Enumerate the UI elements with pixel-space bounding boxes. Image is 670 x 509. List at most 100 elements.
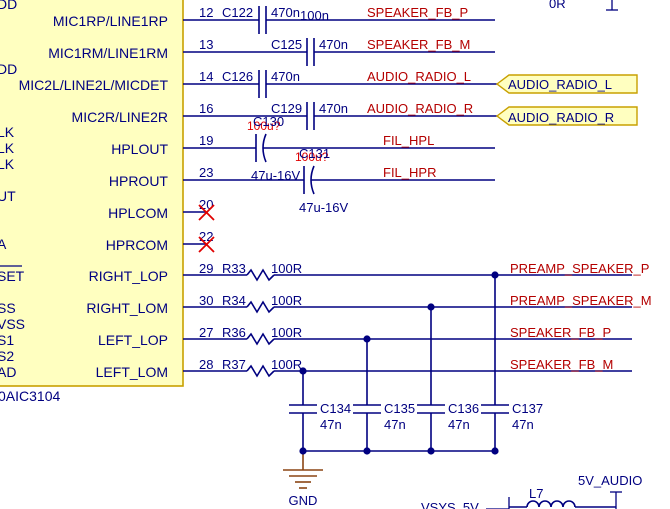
cap-value: 470n — [271, 69, 300, 84]
ground-bus: GND — [283, 450, 495, 508]
no-connect-hprcom — [183, 236, 215, 253]
resistor-row-r36: R36 100R SPEAKER_FB_P — [183, 325, 632, 346]
pin-name: MIC2L/LINE2L/MICDET — [19, 77, 169, 93]
no-connect-hplcom — [183, 204, 215, 221]
resistor-value: 100R — [271, 325, 302, 340]
pin-number: 16 — [199, 101, 213, 116]
left-edge-label: AD — [0, 364, 16, 380]
junction-dot — [491, 447, 499, 455]
inductor-ref: L7 — [529, 486, 543, 501]
pin-name: RIGHT_LOP — [89, 268, 168, 284]
cap-overlay-value: 100u? — [295, 150, 329, 164]
left-edge-label: LK — [0, 140, 15, 156]
pin-name: MIC1RM/LINE1RM — [48, 45, 168, 61]
junction-dot — [299, 447, 307, 455]
left-edge-label: S2 — [0, 348, 14, 364]
inductor-l7: L7 — [509, 486, 616, 508]
cap-value: 470n — [319, 101, 348, 116]
net-label: PREAMP_SPEAKER_P — [510, 261, 649, 276]
power-label: 5V_AUDIO — [578, 473, 642, 488]
power-5v-audio: 5V_AUDIO — [578, 473, 642, 509]
pin-number: 19 — [199, 133, 213, 148]
pin-name: HPRCOM — [106, 237, 168, 253]
power-label: VSYS_5V — [421, 500, 479, 509]
left-edge-label: DD — [0, 0, 17, 12]
input-cap-row-c122: C122 470n 100n SPEAKER_FB_P — [183, 5, 495, 34]
pin-name: HPROUT — [109, 173, 169, 189]
pin-number: 28 — [199, 357, 213, 372]
pin-name: HPLOUT — [111, 141, 168, 157]
pin-number: 23 — [199, 165, 213, 180]
cap-ref: C135 — [384, 401, 415, 416]
left-edge-label: VSS — [0, 316, 25, 332]
net-label: SPEAKER_FB_M — [510, 357, 613, 372]
cap-ref: C136 — [448, 401, 479, 416]
net-label: AUDIO_RADIO_L — [367, 69, 471, 84]
chip-pin-numbers: 12 13 14 16 19 23 20 22 29 30 27 28 — [199, 5, 213, 372]
output-cap-row-c131: 100u? C131 47u-16V FIL_HPR — [183, 146, 495, 215]
left-edge-label: LK — [0, 124, 15, 140]
cap-ref: C125 — [271, 37, 302, 52]
ground-label: GND — [289, 493, 318, 508]
junction-dots — [299, 271, 499, 455]
filter-cap-c136: C136 47n — [417, 307, 479, 451]
pin-number: 20 — [199, 197, 213, 212]
cap-value: 47n — [512, 417, 534, 432]
cap-value: 47n — [448, 417, 470, 432]
pin-number: 13 — [199, 37, 213, 52]
cap-ref: C137 — [512, 401, 543, 416]
input-cap-row-c129: C129 470n AUDIO_RADIO_R — [183, 101, 497, 130]
port-label: AUDIO_RADIO_L — [508, 77, 612, 92]
left-edge-label: LK — [0, 156, 15, 172]
output-cap-row-c130: 100u? C130 47u-16V FIL_HPL — [183, 114, 495, 183]
net-label: SPEAKER_FB_P — [510, 325, 611, 340]
net-label: SPEAKER_FB_P — [367, 5, 468, 20]
net-label: FIL_HPR — [383, 165, 436, 180]
cap-value: 470n — [271, 5, 300, 20]
port-audio-radio-r: AUDIO_RADIO_R — [495, 106, 638, 126]
pin-name: HPLCOM — [108, 205, 168, 221]
junction-dot — [363, 335, 371, 343]
filter-cap-c135: C135 47n — [353, 339, 415, 451]
resistor-ref: R37 — [222, 357, 246, 372]
power-vsys-5v: VSYS_5V — [421, 497, 510, 509]
net-label: AUDIO_RADIO_R — [367, 101, 473, 116]
junction-dot — [299, 367, 307, 375]
left-edge-label: UT — [0, 188, 16, 204]
resistor-value: 100R — [271, 261, 302, 276]
cap-value: 470n — [319, 37, 348, 52]
cap-ref: C129 — [271, 101, 302, 116]
chip-pin-names: MIC1RP/LINE1RP MIC1RM/LINE1RM MIC2L/LINE… — [19, 13, 169, 380]
left-edge-label: S1 — [0, 332, 14, 348]
filter-cap-c134: C134 47n — [289, 371, 351, 451]
cap-value: 47n — [320, 417, 342, 432]
left-edge-label: SET — [0, 268, 25, 284]
pin-number: 29 — [199, 261, 213, 276]
pin-number: 22 — [199, 229, 213, 244]
resistor-value: 100R — [271, 293, 302, 308]
net-label: FIL_HPL — [383, 133, 434, 148]
pin-name: RIGHT_LOM — [86, 300, 168, 316]
junction-dot — [427, 303, 435, 311]
resistor-row-r37: R37 100R SPEAKER_FB_M — [183, 357, 632, 378]
resistor-ref: R34 — [222, 293, 246, 308]
pin-number: 27 — [199, 325, 213, 340]
resistor-ref: R36 — [222, 325, 246, 340]
input-cap-row-c125: C125 470n SPEAKER_FB_M — [183, 37, 495, 66]
left-edge-label: SS — [0, 300, 16, 316]
net-label: PREAMP_SPEAKER_M — [510, 293, 652, 308]
resistor-ref: R33 — [222, 261, 246, 276]
pin-number: 30 — [199, 293, 213, 308]
resistor-value: 100R — [271, 357, 302, 372]
top-right-partial: 0R — [549, 0, 618, 11]
port-audio-radio-l: AUDIO_RADIO_L — [495, 74, 638, 94]
codec-chip-body — [0, 0, 184, 387]
chip-left-edge-labels: DD DD LK LK LK UT A SET SS VSS S1 S2 AD — [0, 0, 25, 380]
pin-name: LEFT_LOM — [96, 364, 168, 380]
pin-number: 14 — [199, 69, 213, 84]
left-edge-label: A — [0, 236, 7, 252]
cap-value: 47n — [384, 417, 406, 432]
junction-dot — [427, 447, 435, 455]
resistor-row-r33: R33 100R PREAMP_SPEAKER_P — [183, 261, 649, 282]
cap-ref: C131 — [299, 146, 330, 161]
